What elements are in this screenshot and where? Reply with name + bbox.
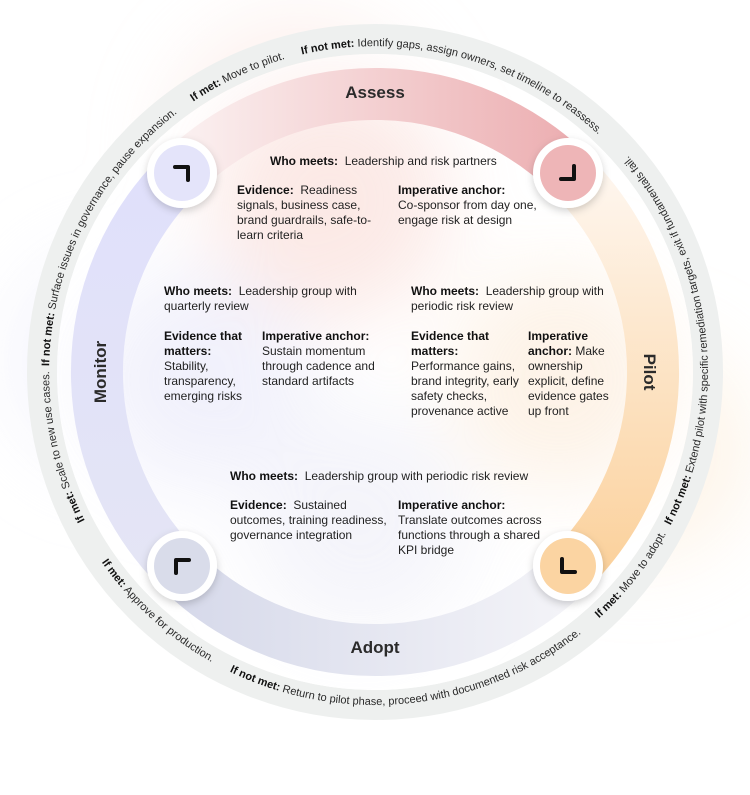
assess-anchor: Imperative anchor:Co-sponsor from day on…	[398, 183, 537, 227]
corner-bottom-left-icon	[560, 557, 577, 574]
assess-arc	[160, 67, 590, 194]
adopt-arc	[160, 550, 590, 677]
phase-label-assess: Assess	[345, 83, 405, 102]
corner-top-left-icon	[174, 558, 191, 575]
assess-who-meets: Who meets: Leadership and risk partners	[270, 154, 497, 168]
node-assess-to-pilot	[533, 138, 603, 208]
outer-ring	[27, 24, 723, 720]
adopt-who-meets: Who meets: Leadership group with periodi…	[230, 469, 529, 483]
phase-label-pilot: Pilot	[640, 354, 659, 391]
phase-label-adopt: Adopt	[350, 638, 399, 657]
corner-top-right-icon	[173, 165, 190, 182]
monitor-who-meets: Who meets: Leadership group with quarter…	[164, 284, 357, 313]
monitor-arc	[70, 157, 197, 587]
adopt-evidence: Evidence: Sustained outcomes, training r…	[230, 498, 387, 542]
monitor-anchor: Imperative anchor:Sustain momentum throu…	[262, 329, 375, 388]
node-adopt-to-monitor	[147, 531, 217, 601]
node-monitor-to-assess	[147, 138, 217, 208]
pilot-arc	[553, 157, 680, 587]
assess-evidence: Evidence: Readiness signals, business ca…	[237, 183, 372, 242]
pilot-who-meets: Who meets: Leadership group with periodi…	[411, 284, 604, 313]
adopt-anchor: Imperative anchor:Translate outcomes acr…	[398, 498, 542, 557]
phase-label-monitor: Monitor	[91, 340, 110, 403]
pilot-evidence: Evidence that matters:Performance gains,…	[411, 329, 519, 418]
corner-bottom-right-icon	[559, 164, 576, 181]
monitor-evidence: Evidence that matters:Stability, transpa…	[164, 329, 243, 403]
pilot-anchor: Imperative anchor: Make ownership explic…	[528, 329, 609, 418]
node-pilot-to-adopt	[533, 531, 603, 601]
